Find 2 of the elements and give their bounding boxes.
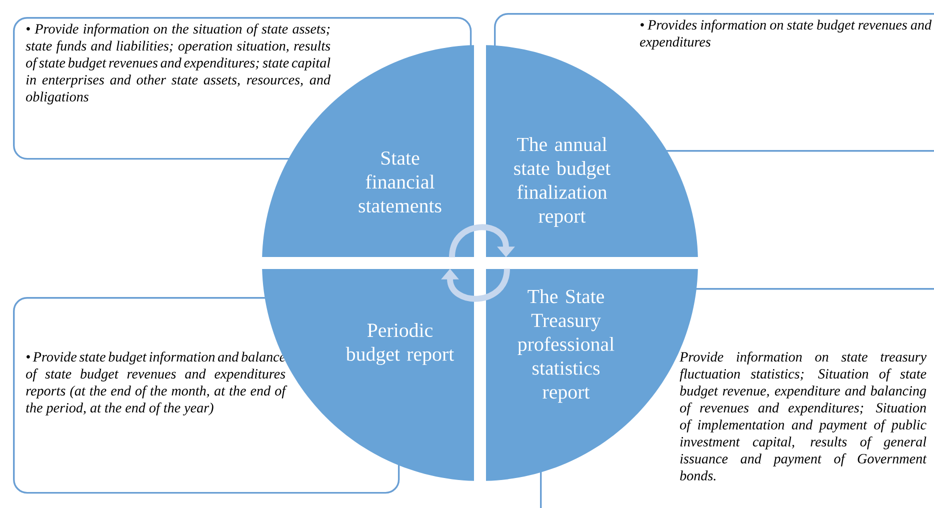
curved-arrow xyxy=(441,268,510,302)
curved-arrow xyxy=(449,224,515,258)
